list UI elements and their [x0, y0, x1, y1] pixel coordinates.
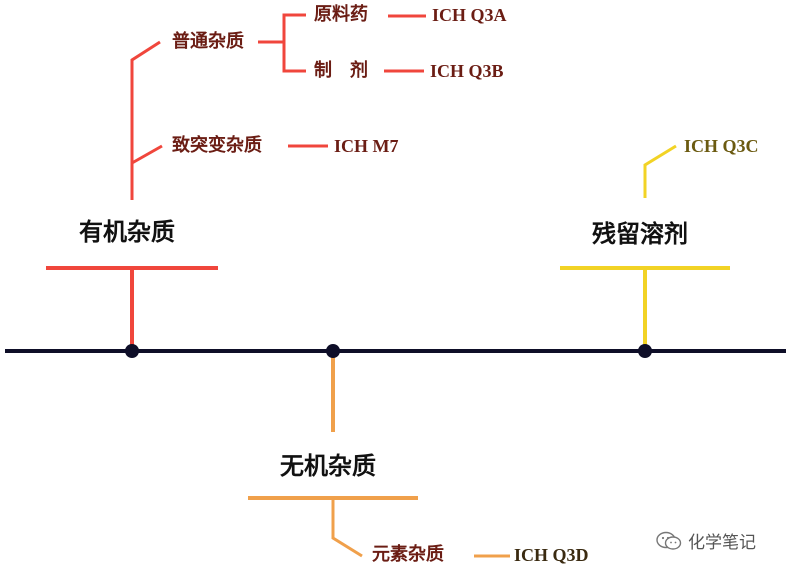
mutagenic-guideline-ref: ICH M7: [334, 136, 399, 156]
api-guideline-ref: ICH Q3A: [432, 5, 507, 25]
mutagenic-impurities-label: 致突变杂质: [172, 135, 262, 156]
organic-branch-upper: [130, 40, 161, 200]
general-impurities-label: 普通杂质: [172, 31, 244, 52]
organic-node: [125, 344, 139, 358]
watermark-text: 化学笔记: [688, 533, 756, 553]
drug-product-label: 制 剂: [314, 60, 368, 81]
api-label: 原料药: [314, 4, 368, 25]
elemental-guideline-ref: ICH Q3D: [514, 545, 589, 565]
wechat-icon: [656, 531, 682, 550]
residual-branch: [643, 144, 677, 198]
inorganic-branch: [331, 500, 363, 558]
inorganic-node: [326, 344, 340, 358]
drug-product-guideline-ref: ICH Q3B: [430, 61, 504, 81]
organic-impurities-title: 有机杂质: [79, 217, 175, 246]
watermark: 化学笔记: [656, 528, 756, 553]
organic-branch-mid: [131, 144, 163, 165]
residual-node: [638, 344, 652, 358]
inorganic-impurities-title: 无机杂质: [280, 451, 376, 480]
general-split: [282, 13, 306, 73]
residual-solvents-title: 残留溶剂: [592, 219, 688, 248]
residual-guideline-ref: ICH Q3C: [684, 136, 759, 156]
elemental-impurities-label: 元素杂质: [372, 544, 444, 565]
